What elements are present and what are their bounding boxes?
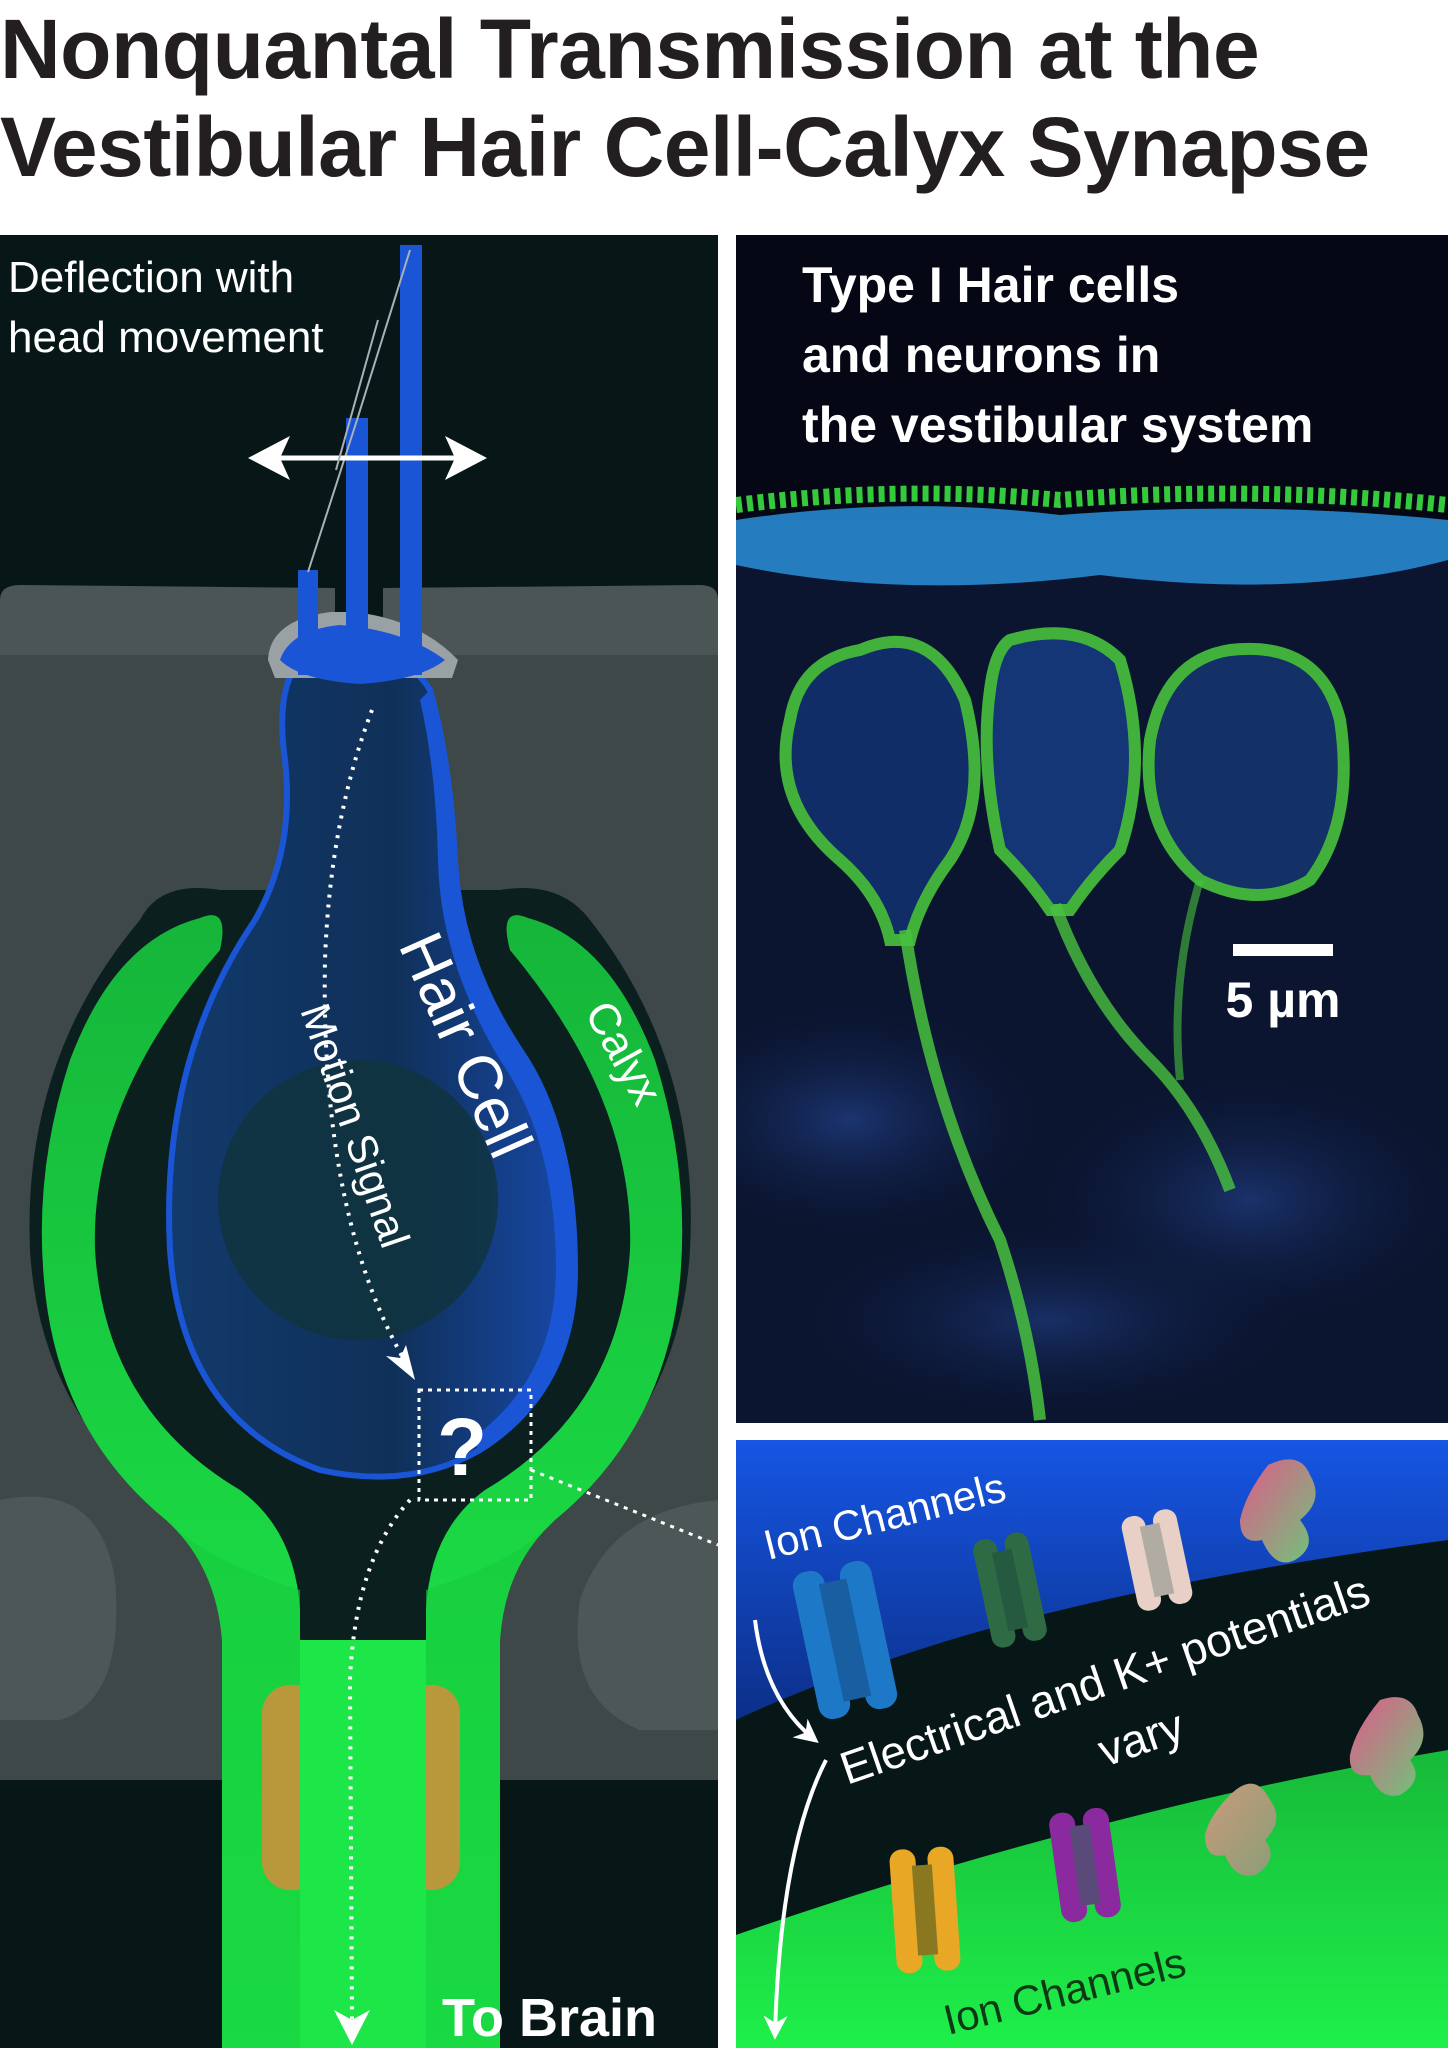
deflection-label-line-1: Deflection with [8,253,294,302]
surface-layer-left [0,585,335,660]
afferent-fiber [166,1520,555,2048]
hair-cell-diagram: Deflection with head movement Hair Cell … [0,235,718,2048]
tip-link-2 [356,249,411,421]
micrograph-neurite-2 [1049,902,1236,1193]
surface-layer-right [383,585,718,660]
supporting-cell-nucleus-right [577,1500,718,1730]
ion-channel-orange [889,1846,961,1974]
deflection-arrowhead-left [248,436,290,480]
ion-channel-darkgreen [973,1532,1047,1648]
micrograph-neurite-1 [899,929,1046,1421]
micrograph-caption-line-2: and neurons in [802,327,1160,383]
inset-flow-arrow-2 [763,1759,828,2040]
panel-divider-horizontal [736,1423,1448,1440]
inset-flow-arrow-1 [753,1619,819,1744]
calyx-terminal [41,915,683,2048]
micrograph-neurite-3 [1173,878,1204,1081]
deflection-leader [335,319,379,471]
panel-divider-vertical [718,235,736,2048]
stereocilium-short [298,570,318,675]
ion-channel-peach [1121,1509,1193,1611]
tissue-glow-3 [790,1220,1310,1420]
to-brain-label: To Brain [442,1988,657,2048]
apical-surface [736,506,1448,586]
transporter-pink-top [1240,1459,1316,1563]
micrograph-caption-line-3: the vestibular system [802,397,1313,453]
synapse-zoom-box [417,1388,533,1502]
transporter-tan [1205,1783,1277,1876]
synapse-inset: Ion Channels Electrical and K+ potential… [736,1440,1448,2048]
to-brain-path [347,1498,412,2021]
tip-link-1 [307,419,358,573]
stereocilium-medium [346,418,368,676]
scale-bar [1233,944,1333,956]
figure-title: Nonquantal Transmission at the Vestibula… [0,0,1448,196]
nerve-fiber-core [300,1640,426,2048]
deflection-label-line-2: head movement [8,313,324,362]
hair-cell-membrane-highlight [420,690,575,1450]
micrograph-hair-cell-2 [980,627,1141,916]
deflection-arrowhead-right [445,436,487,480]
motion-signal-arrowhead [386,1345,415,1380]
micrograph-hair-cell-3 [1142,642,1350,901]
zoom-connector [530,1468,718,1547]
hair-cell-nucleus [218,1060,498,1340]
confocal-micrograph: Type I Hair cells and neurons in the ves… [736,235,1448,1423]
title-line-2: Vestibular Hair Cell-Calyx Synapse [0,100,1370,194]
transporter-pink-bottom [1349,1697,1424,1796]
ion-channel-purple [1049,1807,1121,1923]
supporting-cell-nucleus-left [0,1496,117,1720]
to-brain-arrowhead [334,2010,370,2045]
ion-channel-blue [792,1560,898,1720]
title-line-1: Nonquantal Transmission at the [0,2,1260,96]
apical-stereocilia-signal [736,485,1448,513]
micrograph-caption-line-1: Type I Hair cells [802,257,1179,313]
scale-bar-label: 5 µm [1226,972,1341,1028]
question-mark: ? [437,1402,487,1493]
